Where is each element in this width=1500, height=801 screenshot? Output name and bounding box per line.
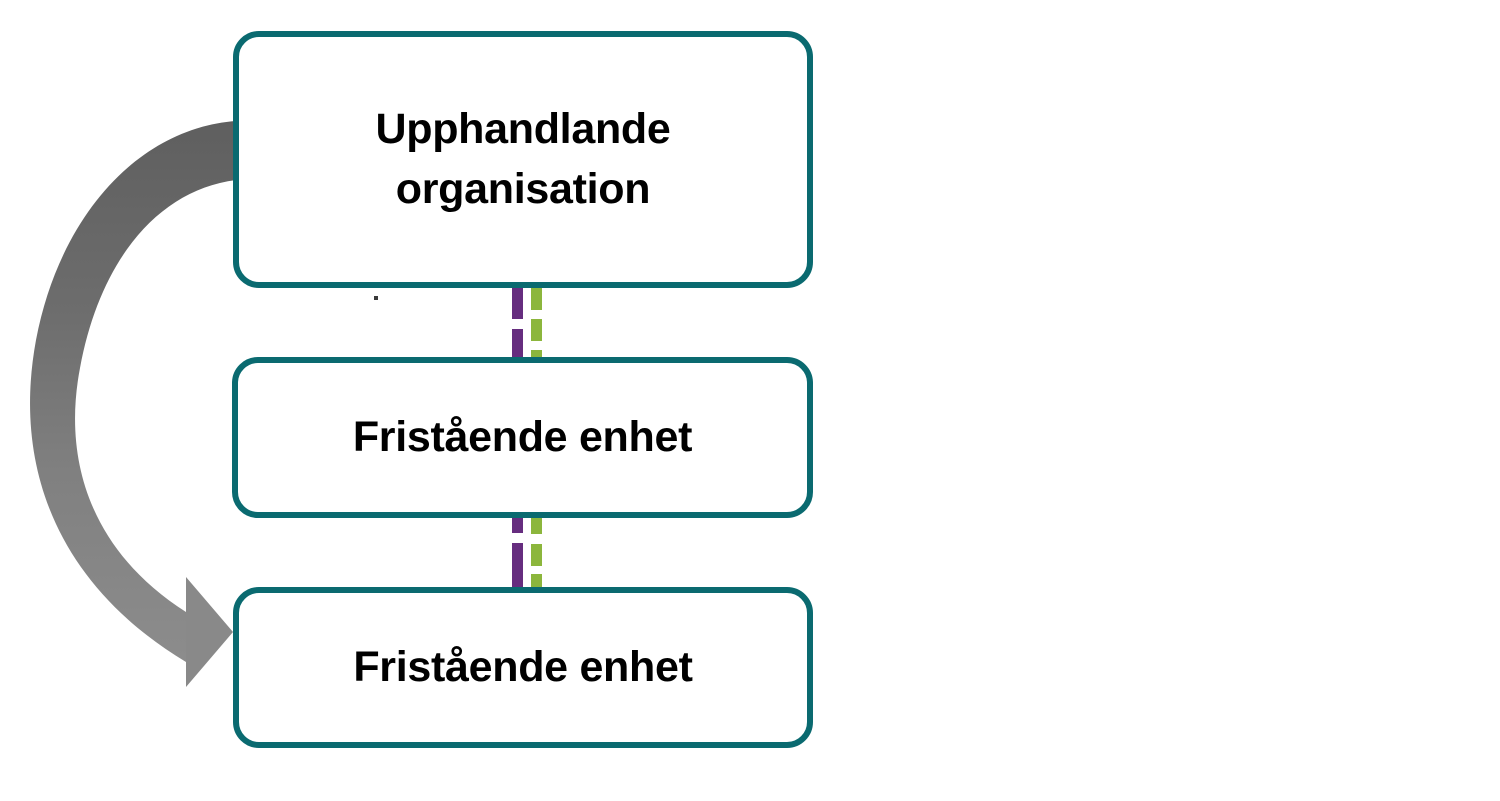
dash-segment (531, 319, 542, 341)
connector-unit-1-to-unit-2 (512, 518, 542, 587)
dash-segment (512, 288, 523, 319)
node-label: Fristående enhet (353, 642, 693, 691)
node-free-standing-unit-2[interactable]: Fristående enhet (233, 587, 813, 748)
node-free-standing-unit-1[interactable]: Fristående enhet (232, 357, 813, 518)
dash-segment (512, 329, 523, 358)
connector-dash-column-purple (512, 518, 523, 587)
dash-segment (531, 288, 542, 310)
dash-segment (531, 544, 542, 566)
dash-segment (512, 543, 523, 587)
dash-segment (531, 574, 542, 587)
connector-dash-column-green (531, 288, 542, 358)
dash-segment (531, 350, 542, 358)
connector-dash-column-purple (512, 288, 523, 358)
dash-segment (531, 518, 542, 534)
node-label: Fristående enhet (352, 412, 693, 461)
connector-procuring-to-unit-1 (512, 288, 542, 358)
node-label: Upphandlande organisation (375, 105, 671, 213)
node-procuring-organisation[interactable]: Upphandlande organisation (233, 31, 813, 288)
arrow-body-shape (30, 121, 236, 662)
arrow-head-shape (186, 577, 233, 687)
connector-dash-column-green (531, 518, 542, 587)
dash-segment (512, 518, 523, 533)
stray-dot-artifact (374, 296, 378, 300)
